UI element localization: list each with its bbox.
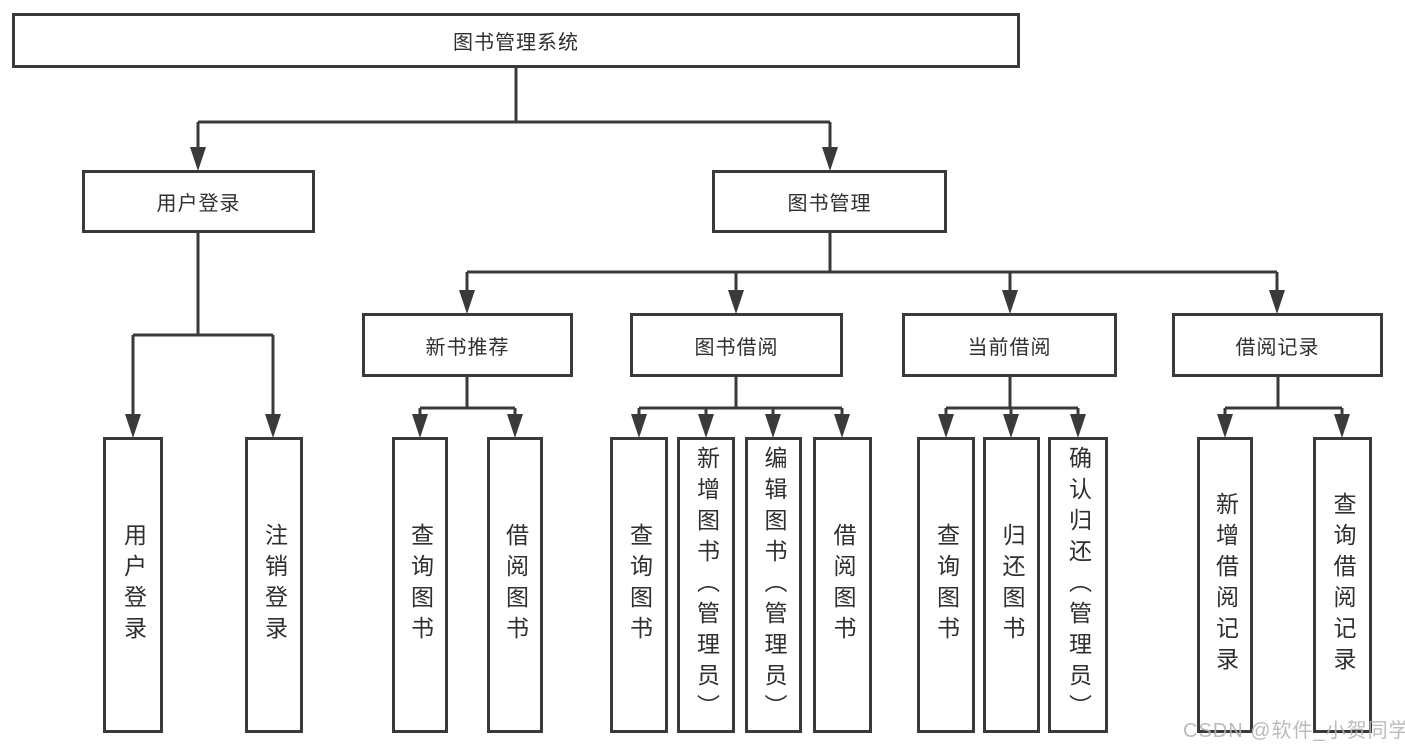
- arrowhead: [765, 414, 781, 438]
- leaf-label: 查询图书: [626, 523, 653, 647]
- arrowhead: [190, 147, 206, 171]
- node-book-borrowing: 图书借阅: [630, 313, 843, 377]
- leaf-label: 归还图书: [999, 523, 1025, 647]
- leaf-label: 查询借阅记录: [1330, 492, 1356, 678]
- arrowhead: [125, 414, 141, 438]
- arrowhead: [507, 414, 523, 438]
- node-user-login: 用户登录: [82, 170, 315, 233]
- arrowhead: [1269, 290, 1285, 314]
- node-new-book-recommend: 新书推荐: [362, 313, 573, 377]
- arrowheads: [125, 147, 1350, 438]
- node-book-management-system: 图书管理系统: [12, 13, 1020, 68]
- leaf-logout: 注销登录: [245, 437, 303, 733]
- leaf-label: 确认归还（管理员）: [1065, 445, 1092, 725]
- leaf-label: 借阅图书: [502, 523, 529, 647]
- csdn-watermark: CSDN @软件_小贺同学: [1183, 720, 1405, 742]
- leaf-query-books-borrowing: 查询图书: [610, 437, 668, 733]
- leaf-label: 借阅图书: [830, 523, 856, 647]
- leaf-query-borrow-record: 查询借阅记录: [1313, 437, 1372, 733]
- leaf-label: 用户登录: [120, 523, 147, 647]
- arrowhead: [459, 290, 475, 314]
- arrowhead: [1217, 414, 1233, 438]
- arrowhead: [698, 414, 714, 438]
- leaf-query-books-recommend: 查询图书: [392, 437, 448, 733]
- arrowhead: [631, 414, 647, 438]
- leaf-user-login: 用户登录: [103, 437, 163, 733]
- node-current-borrowing: 当前借阅: [902, 313, 1117, 377]
- leaf-confirm-return-admin: 确认归还（管理员）: [1048, 437, 1108, 733]
- leaf-label: 注销登录: [261, 523, 288, 647]
- leaf-label: 查询图书: [407, 523, 434, 647]
- leaf-add-borrow-record: 新增借阅记录: [1197, 437, 1253, 733]
- arrowhead: [938, 414, 954, 438]
- arrowhead: [412, 414, 428, 438]
- leaf-borrow-books: 借阅图书: [813, 437, 872, 733]
- node-book-management: 图书管理: [712, 170, 947, 233]
- connector-path: [131, 68, 1344, 416]
- arrowhead: [1334, 414, 1350, 438]
- arrowhead: [265, 414, 281, 438]
- leaf-label: 编辑图书（管理员）: [761, 445, 787, 725]
- arrowhead: [1070, 414, 1086, 438]
- leaf-edit-books-admin: 编辑图书（管理员）: [745, 437, 802, 733]
- leaf-add-books-admin: 新增图书（管理员）: [677, 437, 735, 733]
- arrowhead: [1002, 290, 1018, 314]
- arrowhead: [728, 290, 744, 314]
- leaf-query-books-current: 查询图书: [917, 437, 975, 733]
- leaf-label: 新增借阅记录: [1212, 492, 1239, 678]
- leaf-borrow-books-recommend: 借阅图书: [487, 437, 543, 733]
- leaf-return-books: 归还图书: [983, 437, 1040, 733]
- leaf-label: 新增图书（管理员）: [693, 445, 720, 725]
- leaf-label: 查询图书: [933, 523, 960, 647]
- arrowhead: [834, 414, 850, 438]
- arrowhead: [822, 147, 838, 171]
- node-borrowing-records: 借阅记录: [1172, 313, 1383, 377]
- arrowhead: [1003, 414, 1019, 438]
